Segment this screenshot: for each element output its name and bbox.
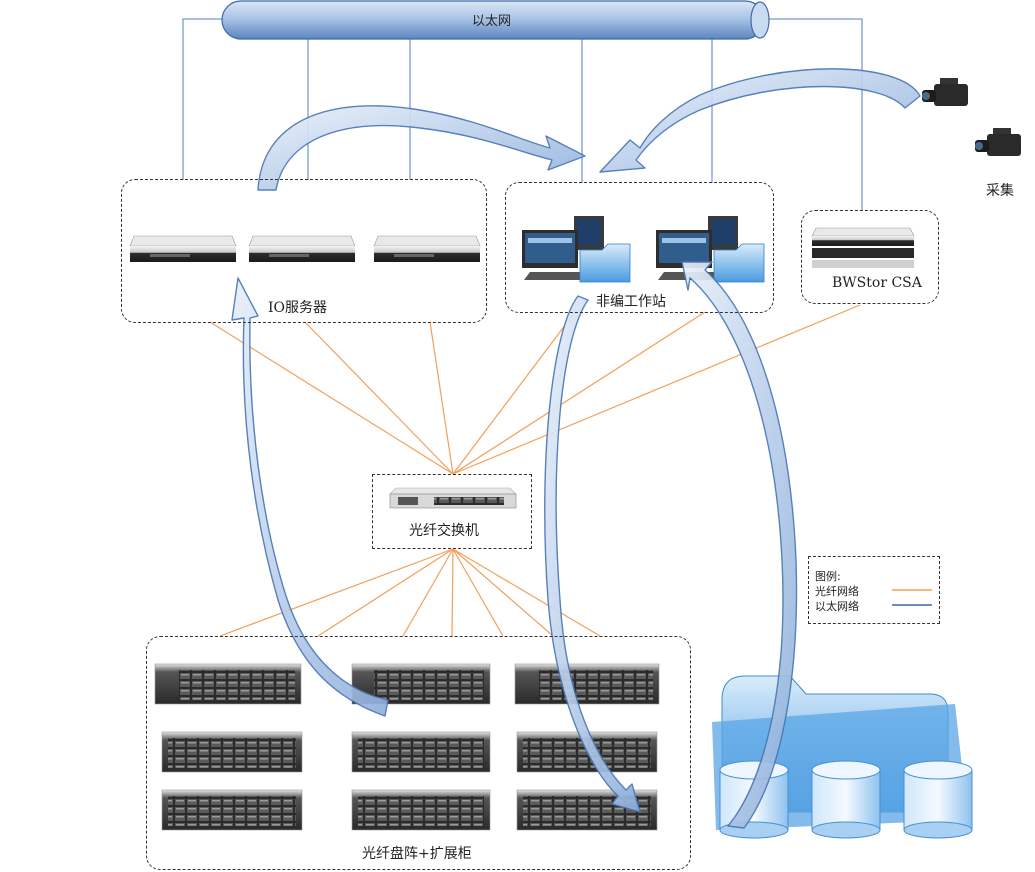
legend-swatches	[892, 589, 932, 606]
bwstor-icon	[811, 227, 915, 268]
storage-array-icons	[154, 663, 660, 831]
legend-label-fiber: 光纤网络	[815, 585, 859, 598]
bwstor-group	[801, 210, 939, 304]
legend	[808, 556, 940, 624]
bwstor-label: BWStor CSA	[832, 275, 922, 291]
fiber-switch-group	[372, 474, 532, 549]
io-server-group	[121, 179, 487, 323]
legend-title: 图例:	[815, 570, 841, 583]
legend-label-ethernet: 以太网络	[815, 600, 859, 613]
io-server-label: IO服务器	[268, 300, 328, 316]
flow-arrow-capture-to-workstation	[599, 68, 921, 173]
storage-array-group	[146, 636, 691, 870]
capture-label: 采集	[986, 183, 1014, 199]
ethernet-bus-label: 以太网	[472, 14, 512, 29]
workstation-icons	[522, 216, 765, 283]
flow-arrow-storage-to-io	[231, 277, 389, 717]
flow-arrow-workstation-to-folder	[681, 261, 798, 829]
fiber-switch-label: 光纤交换机	[409, 523, 479, 539]
camera-icons	[922, 78, 1021, 156]
fiber-switch-icon	[389, 487, 517, 509]
workstation-label: 非编工作站	[596, 294, 666, 310]
flow-arrows	[231, 68, 921, 829]
fiber-links	[209, 304, 861, 637]
ethernet-bus	[221, 0, 770, 40]
ethernet-links	[182, 18, 863, 210]
storage-array-label: 光纤盘阵+扩展柜	[362, 846, 472, 862]
io-server-icons	[129, 235, 481, 262]
flow-arrow-workstation-to-storage	[544, 295, 641, 813]
workstation-group	[505, 182, 774, 313]
flow-arrow-io-to-workstation	[257, 105, 586, 191]
